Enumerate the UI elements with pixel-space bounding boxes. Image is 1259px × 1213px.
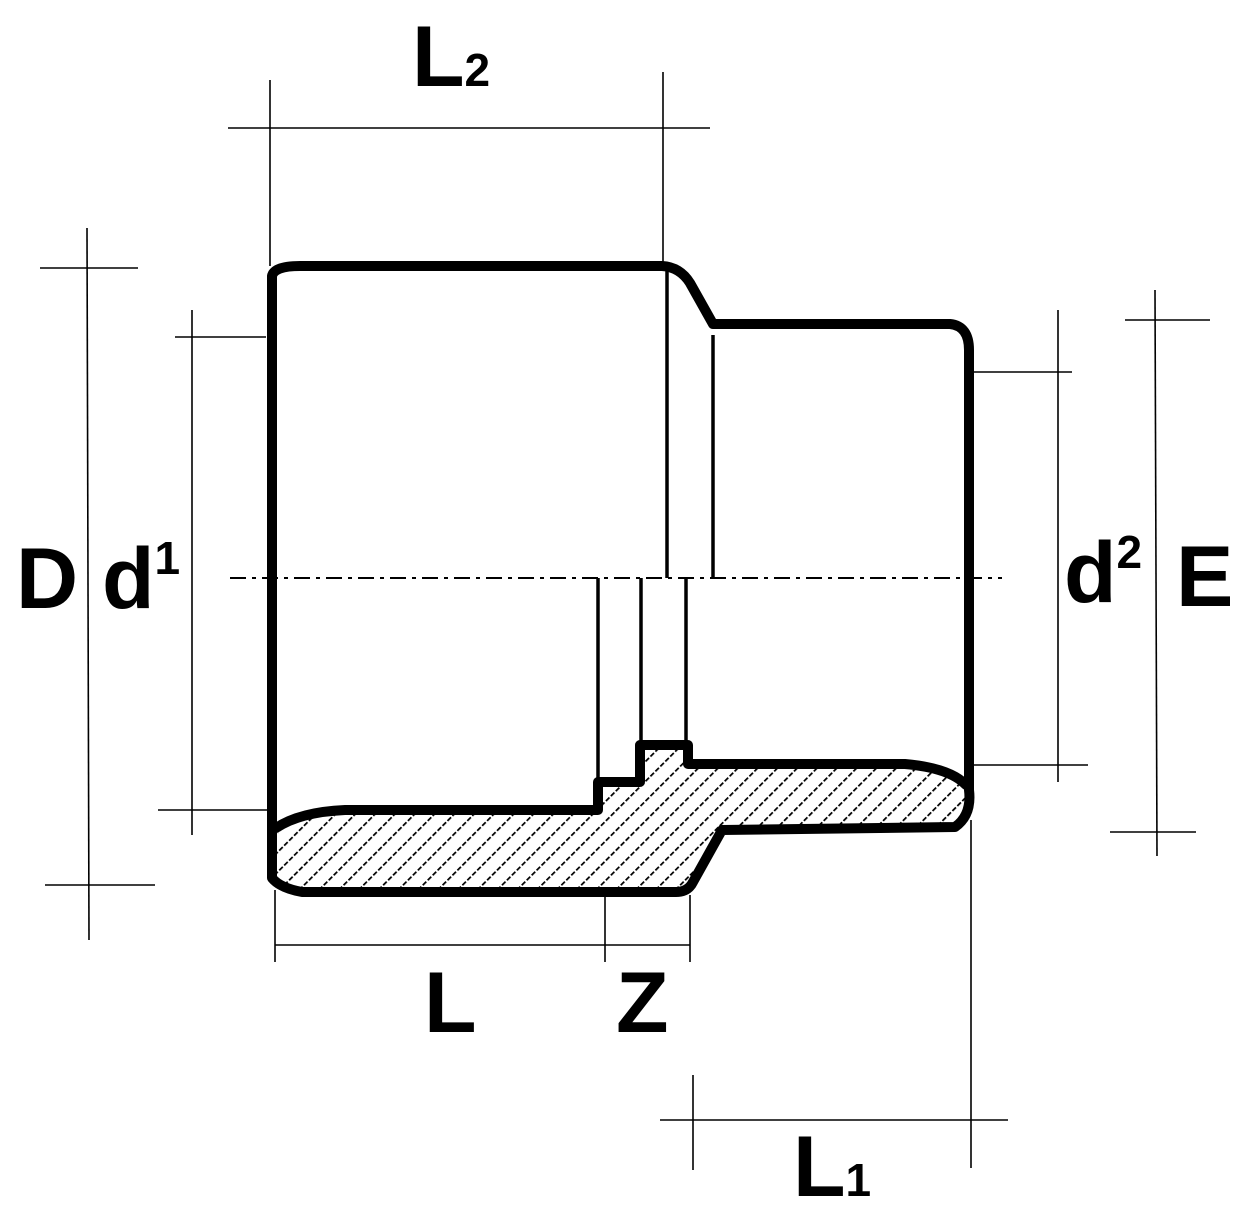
fitting-outline <box>267 261 975 897</box>
label-d1-main: d <box>102 531 155 627</box>
hatched-wall-section <box>276 745 967 892</box>
label-l1-main: L <box>793 1119 846 1213</box>
dim-d-line <box>86 227 90 941</box>
label-l2: L2 <box>412 9 490 105</box>
label-d1: d1 <box>102 531 180 627</box>
label-e: E <box>1176 529 1233 625</box>
label-d2-main: d <box>1064 525 1117 621</box>
label-l: L <box>424 955 477 1051</box>
label-l1-sub: 1 <box>846 1154 872 1206</box>
label-d2-sup: 2 <box>1117 526 1143 578</box>
label-l2-main: L <box>412 9 465 105</box>
label-l1: L1 <box>793 1119 871 1213</box>
label-d2: d2 <box>1064 525 1142 621</box>
dim-e-line <box>1154 289 1158 857</box>
label-l2-sub: 2 <box>465 44 491 96</box>
label-d: D <box>16 531 78 627</box>
label-d1-sup: 1 <box>155 532 181 584</box>
hatch-inner-edge <box>271 740 971 833</box>
label-z: Z <box>616 955 669 1051</box>
